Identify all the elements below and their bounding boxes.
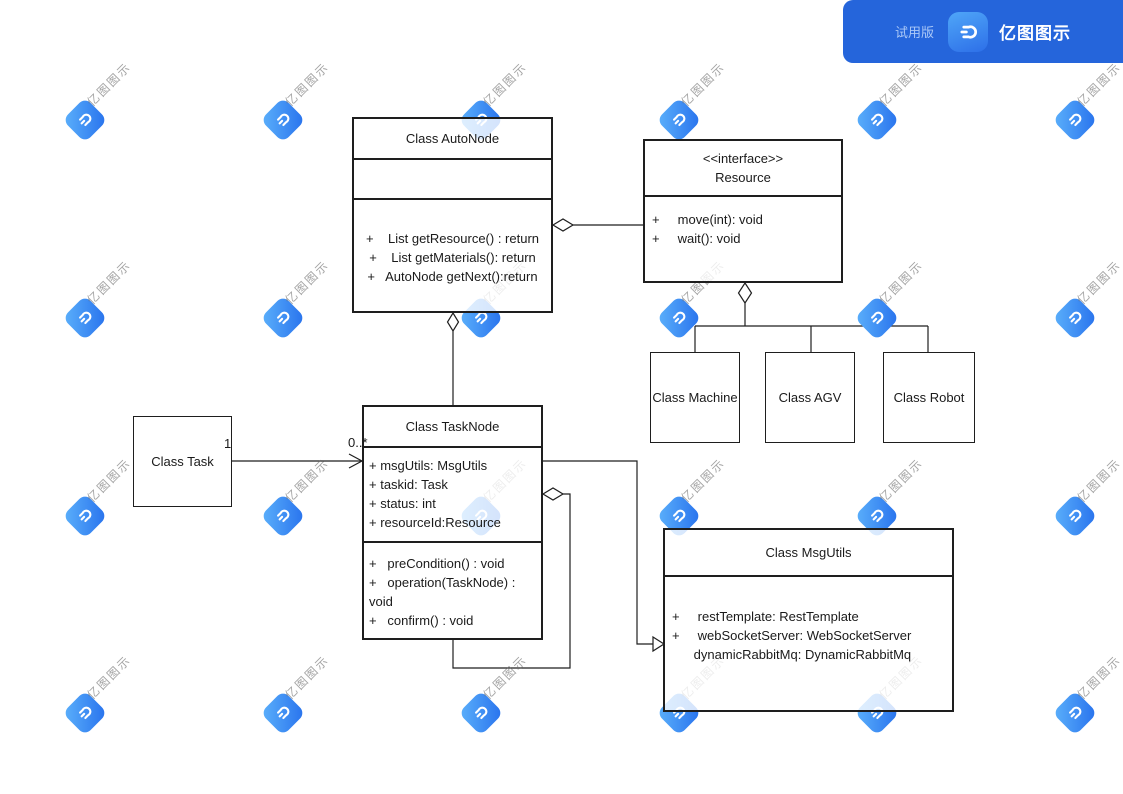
- edraw-logo-icon: [656, 295, 702, 341]
- edraw-logo-icon: [62, 690, 108, 736]
- class-title: Class Robot: [893, 390, 965, 405]
- aggregation-resource-subclasses[interactable]: [694, 281, 929, 352]
- class-box-agv[interactable]: Class AGV: [765, 352, 855, 443]
- method-line: + AutoNode getNext():return: [367, 269, 538, 284]
- edraw-logo-icon: [260, 493, 306, 539]
- multiplicity-label-1: 1: [224, 436, 232, 451]
- class-box-robot[interactable]: Class Robot: [883, 352, 975, 443]
- edraw-logo-icon: [260, 97, 306, 143]
- trial-banner[interactable]: 试用版 亿图图示: [843, 0, 1123, 63]
- trial-version-label: 试用版: [895, 25, 935, 40]
- association-tasknode-msgutils[interactable]: [543, 460, 666, 653]
- attribute-line: + msgUtils: MsgUtils: [369, 458, 488, 473]
- edraw-logo-icon: [656, 97, 702, 143]
- edraw-logo-icon: [458, 295, 504, 341]
- method-line: + List getMaterials(): return: [369, 250, 536, 265]
- method-line: + operation(TaskNode) :: [369, 575, 516, 590]
- methods-section: + move(int): void + wait(): void: [645, 197, 841, 248]
- class-box-task[interactable]: Class Task: [133, 416, 232, 507]
- methods-section: + List getResource() : return + List get…: [354, 200, 551, 286]
- edraw-logo-icon: [62, 295, 108, 341]
- edraw-logo-icon: [1052, 97, 1098, 143]
- method-line: + confirm() : void: [369, 613, 474, 628]
- attributes-section: + restTemplate: RestTemplate + webSocket…: [665, 577, 952, 664]
- attribute-line: + webSocketServer: WebSocketServer: [672, 628, 912, 643]
- method-line: + List getResource() : return: [365, 231, 540, 246]
- edraw-logo-icon: [62, 493, 108, 539]
- edraw-logo-icon: [1052, 690, 1098, 736]
- class-box-machine[interactable]: Class Machine: [650, 352, 740, 443]
- edraw-logo-icon: [854, 97, 900, 143]
- method-line: + preCondition() : void: [369, 556, 505, 571]
- aggregation-autonode-resource[interactable]: [551, 218, 643, 232]
- attribute-line: + resourceId:Resource: [369, 515, 501, 530]
- self-association-tasknode[interactable]: [452, 487, 571, 669]
- attribute-line: + status: int: [369, 496, 436, 511]
- association-task-tasknode[interactable]: [232, 453, 364, 469]
- class-title: Resource: [715, 170, 771, 185]
- attribute-line: dynamicRabbitMq: DynamicRabbitMq: [672, 647, 912, 662]
- class-title: Class AGV: [778, 390, 842, 405]
- class-title: Class TaskNode: [364, 407, 541, 448]
- attribute-line: + taskid: Task: [369, 477, 448, 492]
- stereotype: <<interface>>: [702, 151, 784, 166]
- edraw-logo-icon: [854, 493, 900, 539]
- edraw-logo-icon: [458, 690, 504, 736]
- edraw-logo-icon: [260, 690, 306, 736]
- method-line: + move(int): void: [652, 212, 763, 227]
- method-line: + wait(): void: [652, 231, 741, 246]
- edraw-logo-icon: [854, 295, 900, 341]
- edraw-logo-icon: [656, 493, 702, 539]
- attribute-line: + restTemplate: RestTemplate: [672, 609, 859, 624]
- edraw-logo-icon: [1052, 493, 1098, 539]
- class-title: Class AutoNode: [354, 119, 551, 160]
- class-title: Class Task: [151, 454, 214, 469]
- attributes-section: + msgUtils: MsgUtils + taskid: Task + st…: [364, 448, 541, 543]
- multiplicity-label-0-star: 0..*: [348, 435, 368, 450]
- attributes-section-empty: [354, 160, 551, 200]
- class-box-resource[interactable]: <<interface>> Resource + move(int): void…: [643, 139, 843, 283]
- aggregation-autonode-tasknode[interactable]: [446, 311, 460, 405]
- class-box-msgutils[interactable]: Class MsgUtils + restTemplate: RestTempl…: [663, 528, 954, 712]
- class-title: Class MsgUtils: [665, 530, 952, 577]
- methods-section: + preCondition() : void + operation(Task…: [364, 543, 541, 630]
- class-box-autonode[interactable]: Class AutoNode + List getResource() : re…: [352, 117, 553, 313]
- class-box-tasknode[interactable]: Class TaskNode + msgUtils: MsgUtils + ta…: [362, 405, 543, 640]
- method-line: void: [369, 594, 393, 609]
- class-title: Class Machine: [652, 390, 738, 405]
- brand-name: 亿图图示: [999, 24, 1072, 43]
- edraw-logo-icon: [62, 97, 108, 143]
- edraw-logo-icon: [260, 295, 306, 341]
- edraw-logo-icon: [1052, 295, 1098, 341]
- edraw-logo-icon: [948, 11, 989, 52]
